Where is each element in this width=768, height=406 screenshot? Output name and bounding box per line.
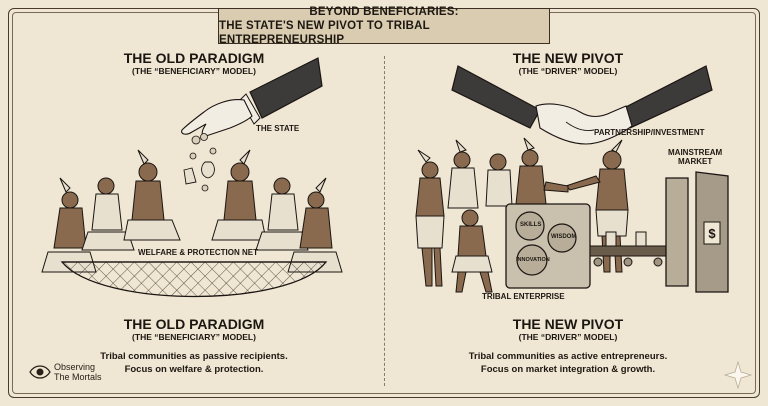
- left-desc-line-2: Focus on welfare & protection.: [124, 364, 264, 375]
- right-subtitle: (THE “DRIVER” MODEL): [518, 66, 618, 76]
- logo-line-1: Observing: [54, 362, 96, 372]
- banner-line-1: BEYOND BENEFICIARIES:: [309, 6, 459, 18]
- right-title: THE NEW PIVOT: [512, 50, 624, 66]
- right-heading: THE NEW PIVOT (THE “DRIVER” MODEL): [468, 50, 668, 76]
- net-label: WELFARE & PROTECTION NET: [138, 248, 258, 257]
- innovation-gear-icon: [516, 244, 548, 276]
- enterprise-label: TRIBAL ENTERPRISE: [482, 292, 565, 301]
- banner-line-2: THE STATE'S NEW PIVOT TO TRIBAL ENTREPRE…: [219, 20, 430, 46]
- market-door-icon: $: [665, 171, 729, 293]
- title-banner: BEYOND BENEFICIARIES: THE STATE'S NEW PI…: [218, 6, 550, 46]
- gear-label-wisdom: WISDOM: [551, 234, 577, 240]
- feather-headdress-icon: [417, 137, 623, 163]
- market-label: MAINSTREAM MARKET: [668, 148, 722, 166]
- wisdom-gear-icon: [547, 223, 577, 253]
- right-description: Tribal communities as active entrepreneu…: [452, 350, 684, 376]
- skills-gear-icon: [515, 211, 545, 241]
- left-description: Tribal communities as passive recipients…: [84, 350, 304, 376]
- falling-coins-icon: [183, 147, 217, 192]
- center-divider: [384, 56, 385, 386]
- seated-figures-group: [41, 162, 343, 273]
- left-bottom-subtitle: (THE “BENEFICIARY” MODEL): [132, 332, 256, 342]
- sparkle-icon: [723, 360, 753, 390]
- enterprise-machine-icon: [505, 203, 591, 289]
- left-bottom-title: THE OLD PARADIGM: [123, 316, 265, 332]
- right-bottom-heading: THE NEW PIVOT (THE “DRIVER” MODEL): [468, 316, 668, 342]
- right-bottom-title: THE NEW PIVOT: [512, 316, 624, 332]
- feather-headdress-icon: [59, 149, 327, 193]
- right-desc-line-2: Focus on market integration & growth.: [480, 364, 656, 375]
- state-label: THE STATE: [256, 124, 300, 133]
- gear-label-skills: SKILLS: [520, 222, 542, 228]
- partnership-label: PARTNERSHIP/INVESTMENT: [594, 128, 705, 137]
- welfare-net-icon: [60, 261, 328, 298]
- market-label-line-2: MARKET: [678, 157, 713, 166]
- left-bottom-heading: THE OLD PARADIGM (THE “BENEFICIARY” MODE…: [94, 316, 294, 342]
- right-desc-line-1: Tribal communities as active entrepreneu…: [468, 351, 668, 362]
- left-subtitle: (THE “BENEFICIARY” MODEL): [132, 66, 256, 76]
- dollar-sign-icon: $: [708, 226, 716, 241]
- left-title: THE OLD PARADIGM: [123, 50, 265, 66]
- market-label-line-1: MAINSTREAM: [668, 148, 723, 157]
- left-desc-line-1: Tribal communities as passive recipients…: [100, 351, 288, 362]
- gear-label-innovation: INNOVATION: [516, 257, 550, 263]
- right-bottom-subtitle: (THE “DRIVER” MODEL): [518, 332, 618, 342]
- eye-logo-icon: [29, 365, 51, 379]
- conveyor-belt-icon: [589, 231, 667, 267]
- logo-line-2: The Mortals: [54, 372, 102, 382]
- handshake-icon: [451, 65, 713, 145]
- brand-logo: Observing The Mortals: [54, 362, 102, 382]
- left-heading: THE OLD PARADIGM (THE “BENEFICIARY” MODE…: [94, 50, 294, 76]
- logo-text: Observing The Mortals: [54, 362, 102, 382]
- state-hand-icon: [181, 57, 323, 145]
